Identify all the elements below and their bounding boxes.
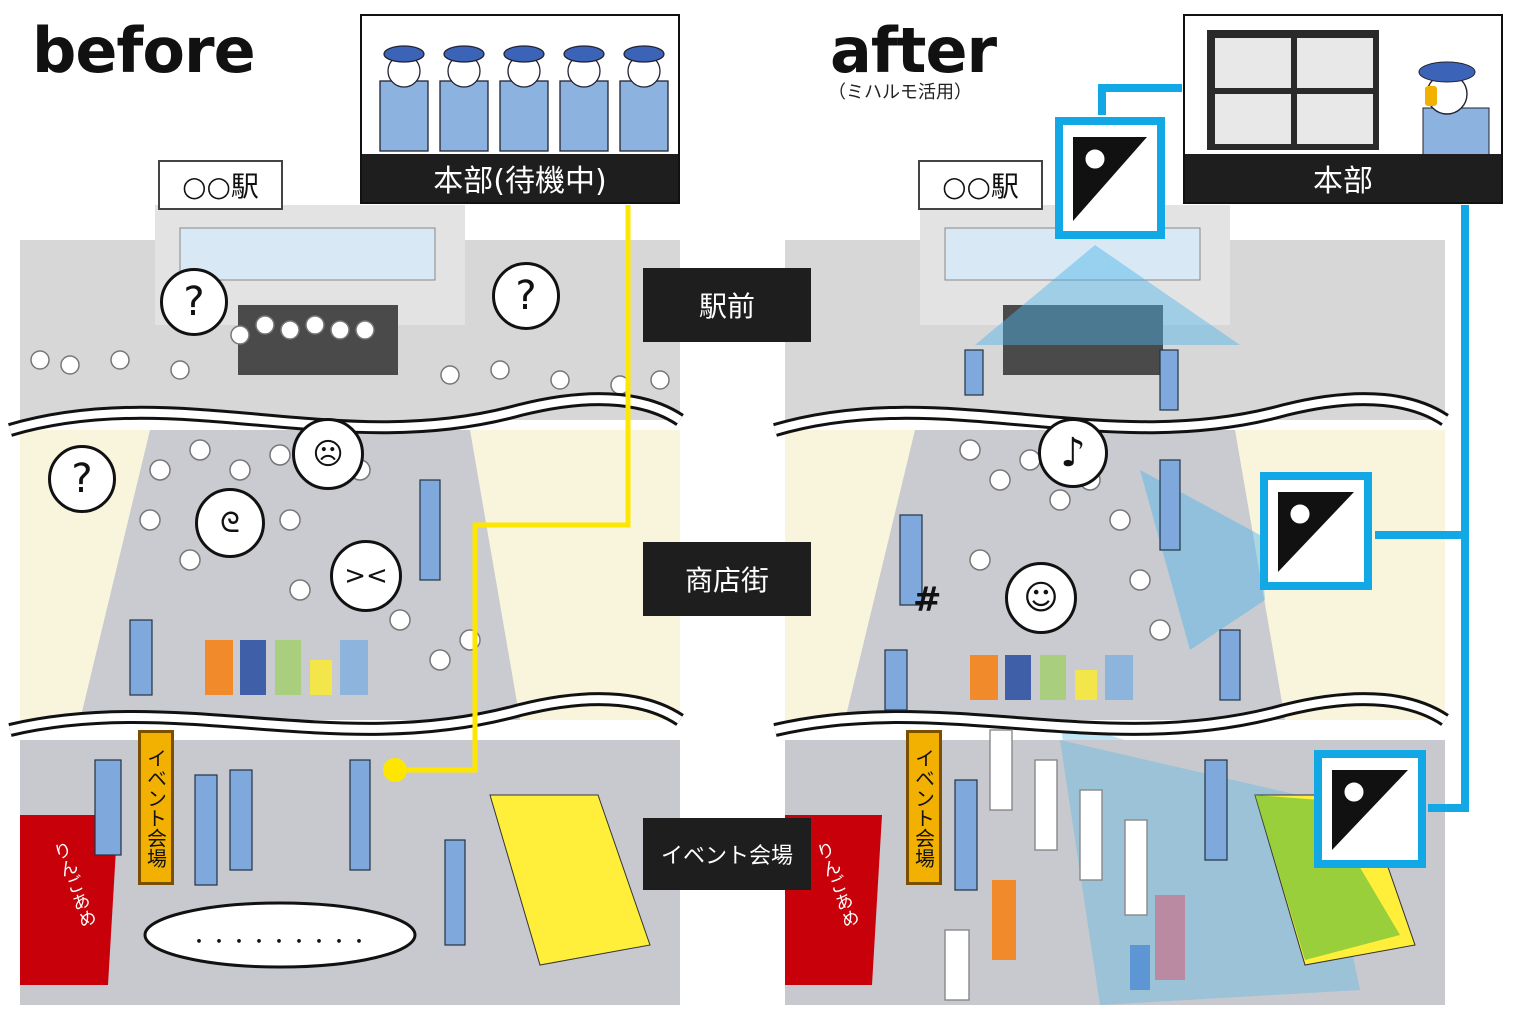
before-comm-endpoint	[383, 758, 407, 782]
after-hash-mark: #	[913, 580, 942, 620]
after-family-group	[970, 655, 1133, 700]
after-heading: after	[830, 14, 997, 87]
before-station-entrance	[238, 305, 398, 375]
angry-face-icon: ><	[330, 540, 402, 612]
after-network-line-trunk	[1428, 205, 1469, 812]
after-event-sign: イベント会場	[906, 730, 942, 885]
camera-icon	[1314, 750, 1426, 868]
before-scene	[8, 205, 684, 1005]
before-silence-bubble	[143, 901, 417, 969]
before-hq-panel: 本部(待機中)	[360, 14, 680, 204]
before-red-awning	[20, 815, 118, 985]
after-note-bubble: ♪	[1038, 418, 1108, 488]
after-subheading: （ミハルモ活用）	[828, 82, 972, 103]
sad-face-icon: ☹	[292, 418, 364, 490]
after-camera-view-station	[975, 245, 1240, 345]
before-question-bubble-3: ?	[48, 445, 116, 513]
after-family-walking	[992, 880, 1185, 990]
before-comm-line	[395, 205, 631, 773]
after-station-entrance	[1003, 305, 1163, 375]
before-event-sign: イベント会場	[138, 730, 174, 885]
before-silence-text: ・・・・・・・・・	[190, 932, 370, 953]
after-police-officers	[884, 349, 1241, 891]
after-event-crowd	[944, 729, 1148, 1001]
before-heading: before	[32, 14, 256, 87]
before-yellow-awning	[489, 794, 651, 966]
before-question-bubble-2: ?	[492, 262, 560, 330]
after-hq-monitor	[1207, 30, 1490, 157]
before-station-crowd	[30, 315, 670, 395]
after-station-sign: ○○駅	[918, 160, 1043, 210]
zone-label-event-venue: イベント会場	[643, 818, 811, 890]
after-hq-label: 本部	[1185, 154, 1501, 202]
camera-icon	[1055, 117, 1165, 239]
phone-icon	[1425, 86, 1437, 106]
before-station-sign: ○○駅	[158, 160, 283, 210]
after-network-line-top	[1098, 84, 1182, 115]
before-police-officers	[94, 479, 466, 946]
before-family-group	[205, 640, 368, 695]
before-hq-label: 本部(待機中)	[362, 154, 678, 202]
zone-label-station-front: 駅前	[643, 268, 811, 342]
dizzy-face-icon: ᘓ	[195, 488, 265, 558]
camera-icon	[1260, 472, 1372, 590]
before-hq-officers	[379, 45, 669, 152]
smile-icon: ☺	[1005, 562, 1077, 634]
after-hq-panel: 本部	[1183, 14, 1503, 204]
zone-label-shopping-street: 商店街	[643, 542, 811, 616]
before-question-bubble-1: ?	[160, 268, 228, 336]
